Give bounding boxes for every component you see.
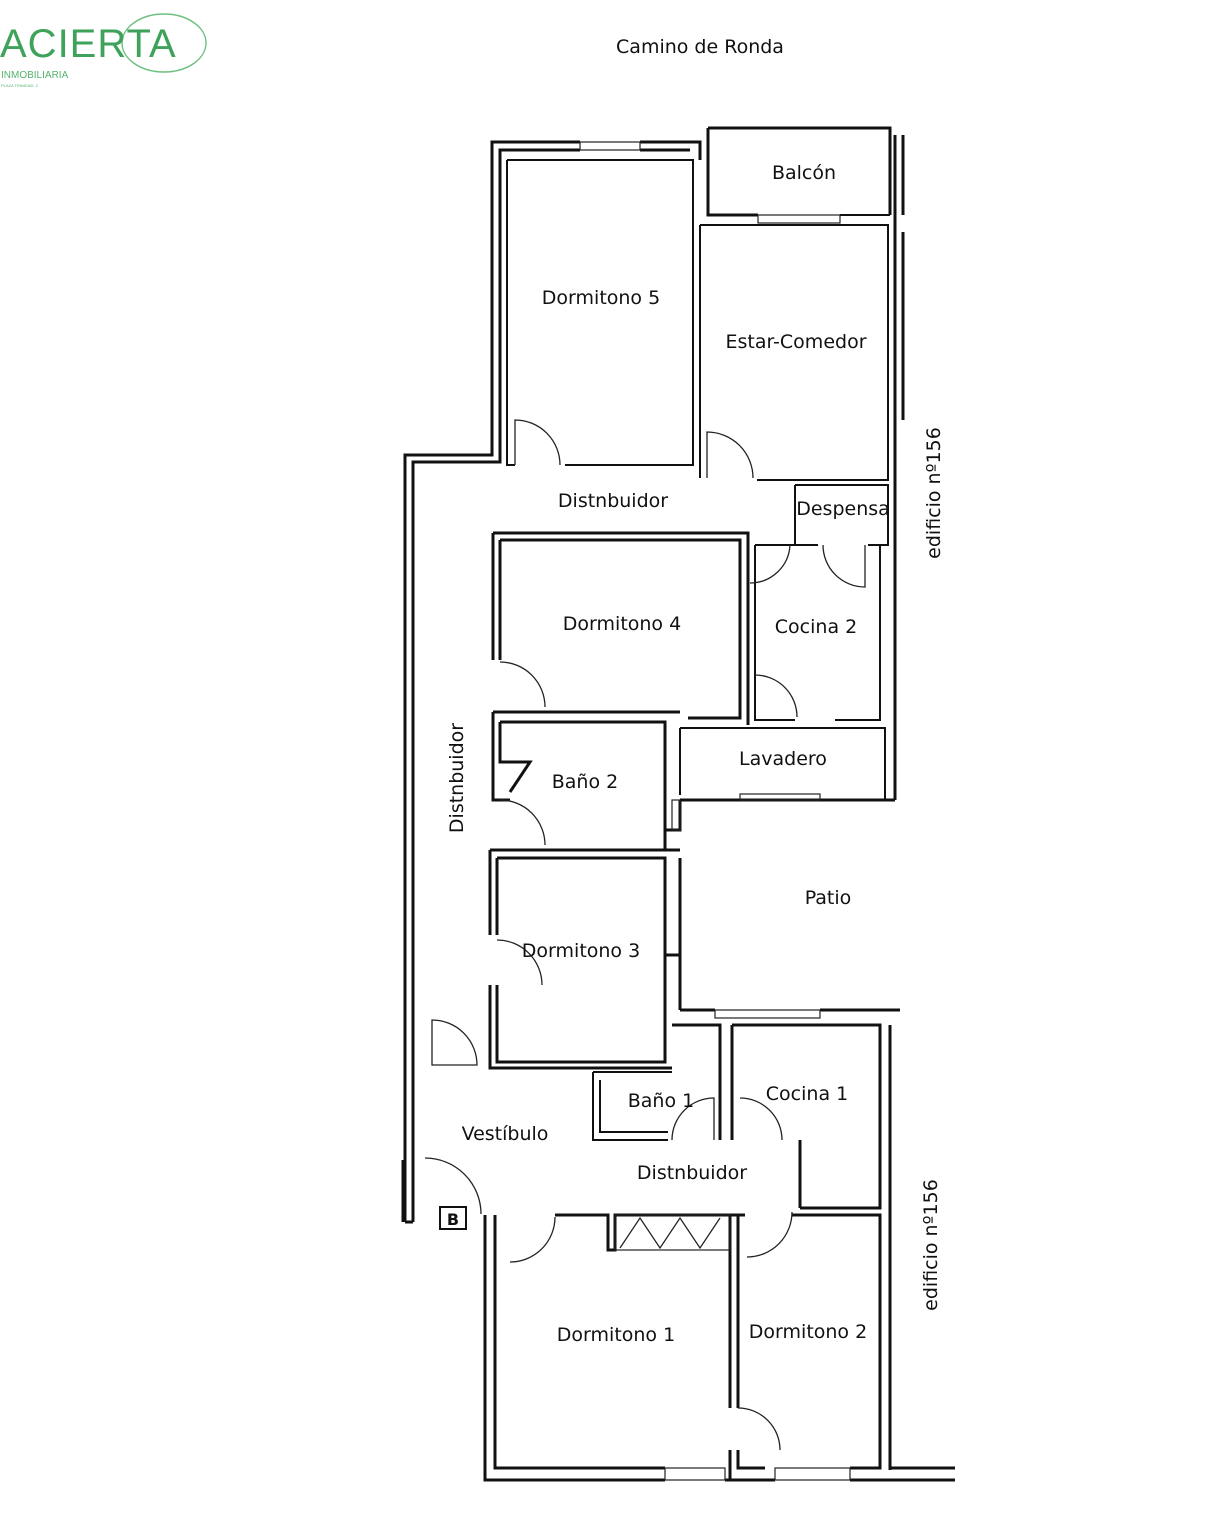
room-lavadero: Lavadero xyxy=(739,748,827,770)
logo-address: PLAZA TRINIDAD, 2 xyxy=(1,83,38,88)
wardrobe xyxy=(614,1214,731,1251)
room-patio: Patio xyxy=(805,887,852,909)
boiler-label: B xyxy=(447,1210,459,1229)
room-cocina-1: Cocina 1 xyxy=(766,1083,848,1105)
room-distribuidor-bottom: Distnbuidor xyxy=(637,1162,747,1184)
room-dormitorio-4: Dormitono 4 xyxy=(563,613,681,635)
neighbor-label-top: edificio nº156 xyxy=(923,427,945,559)
logo-swoosh-icon xyxy=(121,13,207,73)
room-dormitorio-3: Dormitono 3 xyxy=(522,940,640,962)
windows xyxy=(579,141,851,1481)
street-label: Camino de Ronda xyxy=(616,36,784,58)
room-balcon: Balcón xyxy=(772,162,836,184)
room-despensa: Despensa xyxy=(796,498,890,520)
room-dormitorio-2: Dormitono 2 xyxy=(749,1321,867,1343)
doors xyxy=(424,419,866,1451)
boiler-symbol xyxy=(439,1206,467,1230)
room-estar-comedor: Estar-Comedor xyxy=(725,331,866,353)
room-bano-1: Baño 1 xyxy=(628,1090,694,1112)
room-dormitorio-5: Dormitono 5 xyxy=(542,287,660,309)
company-logo: ACIERTA INMOBILIARIA PLAZA TRINIDAD, 2 xyxy=(0,10,210,88)
room-vestibulo: Vestíbulo xyxy=(462,1123,549,1145)
room-distribuidor-side: Distnbuidor xyxy=(446,723,468,833)
walls xyxy=(401,126,955,1482)
room-dormitorio-1: Dormitono 1 xyxy=(557,1324,675,1346)
logo-name: ACIERTA xyxy=(0,22,177,66)
labels: Camino de Ronda Balcón Dormitono 5 Estar… xyxy=(446,36,945,1346)
room-bano-2: Baño 2 xyxy=(552,771,618,793)
logo-tagline: INMOBILIARIA xyxy=(1,70,69,81)
room-distribuidor-top: Distnbuidor xyxy=(558,490,668,512)
neighbor-label-bottom: edificio nº156 xyxy=(920,1179,942,1311)
room-cocina-2: Cocina 2 xyxy=(775,616,857,638)
